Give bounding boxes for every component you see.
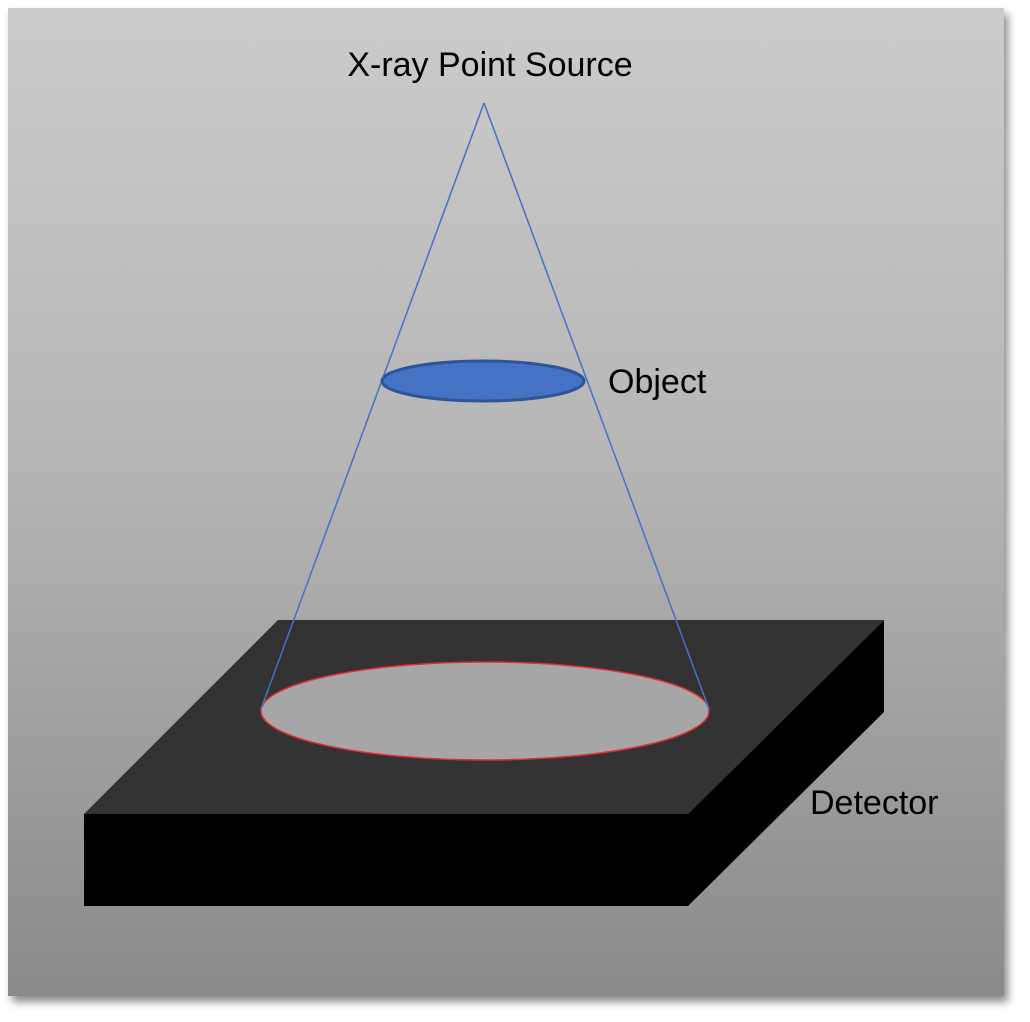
source-label: X-ray Point Source <box>347 46 632 84</box>
beam-right-edge <box>483 102 710 710</box>
object-disk <box>380 359 586 403</box>
projected-shadow <box>260 661 710 761</box>
object-label: Object <box>608 363 707 401</box>
detector-side-face <box>688 620 884 906</box>
detector-label: Detector <box>810 784 939 822</box>
detector-front-face <box>84 814 688 906</box>
beam-left-edge <box>260 102 485 710</box>
